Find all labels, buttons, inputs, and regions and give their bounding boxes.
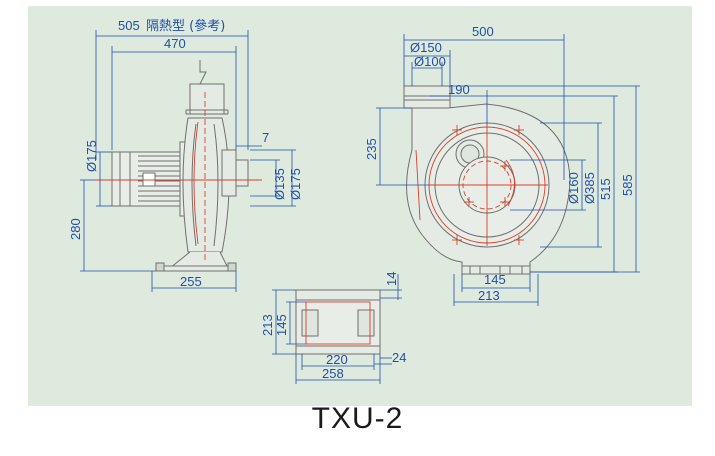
dim-7: 7 xyxy=(262,130,269,145)
dim-505: 505 xyxy=(118,18,140,33)
dim-dia-385: Ø385 xyxy=(582,172,597,204)
dim-dia-100: Ø100 xyxy=(414,54,446,69)
dim-213-front: 213 xyxy=(478,288,500,303)
side-dimensions xyxy=(80,30,296,292)
dim-470: 470 xyxy=(164,36,186,51)
dim-515: 515 xyxy=(598,178,613,200)
base-dimensions xyxy=(272,274,402,384)
dim-145-front: 145 xyxy=(484,272,506,287)
dim-14: 14 xyxy=(384,272,399,286)
outlet-duct xyxy=(189,83,225,115)
dim-235: 235 xyxy=(364,138,379,160)
dim-500: 500 xyxy=(472,24,494,39)
dim-220: 220 xyxy=(326,352,348,367)
dim-258: 258 xyxy=(322,366,344,381)
dim-190: 190 xyxy=(448,82,470,97)
dim-dia-150: Ø150 xyxy=(410,40,442,55)
dim-585: 585 xyxy=(620,174,635,196)
terminal-box xyxy=(142,172,156,187)
dim-dia-135: Ø135 xyxy=(272,168,287,200)
front-outlet xyxy=(403,85,451,109)
dim-213-base: 213 xyxy=(260,314,275,336)
base-centerlines xyxy=(305,301,371,345)
model-caption: TXU-2 xyxy=(311,402,404,435)
dim-dia-160: Ø160 xyxy=(566,172,581,204)
dim-motor-diameter: Ø175 xyxy=(84,140,99,172)
dim-255: 255 xyxy=(180,274,202,289)
dim-24: 24 xyxy=(392,350,406,365)
inlet-flange xyxy=(221,149,237,197)
front-dimensions xyxy=(376,34,640,306)
dim-dia-175: Ø175 xyxy=(288,168,303,200)
side-base-plate xyxy=(155,265,237,272)
dim-145-base: 145 xyxy=(274,314,289,336)
side-view xyxy=(111,60,249,272)
dim-280: 280 xyxy=(68,218,83,240)
side-centerlines xyxy=(96,92,262,262)
dim-505-note: 隔熱型 (參考) xyxy=(146,19,225,34)
front-base xyxy=(461,265,531,275)
inlet-pipe xyxy=(235,159,249,187)
